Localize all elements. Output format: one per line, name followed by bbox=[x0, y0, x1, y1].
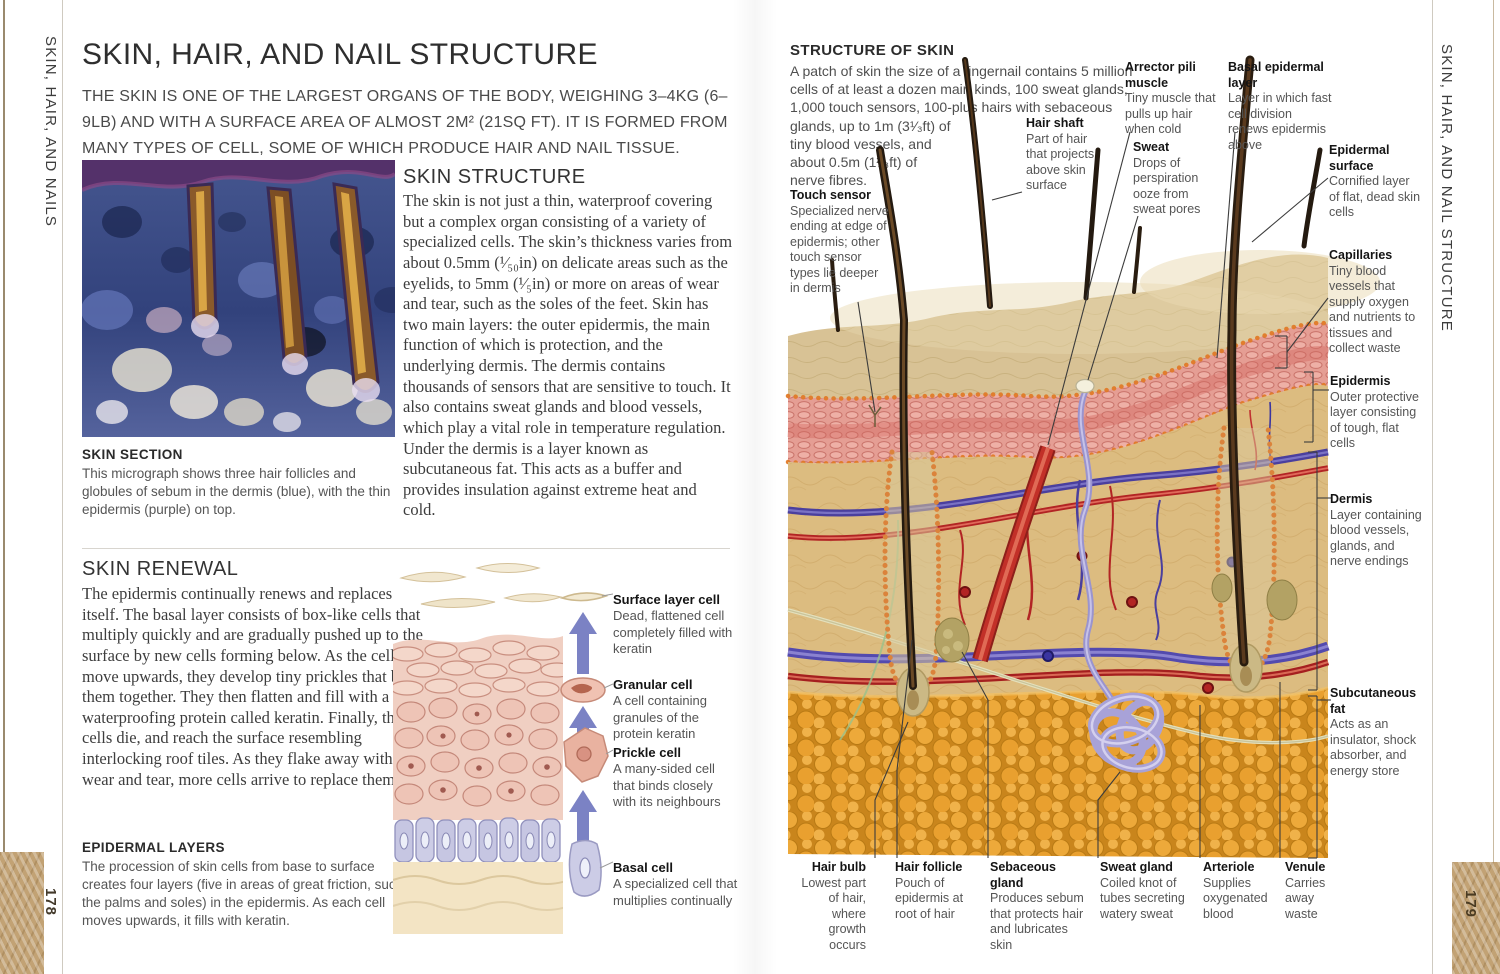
page-gutter bbox=[733, 0, 777, 974]
surface-layer-cell-icon bbox=[559, 592, 609, 602]
label-sebaceous-gland: Sebaceous gland Produces sebum that prot… bbox=[990, 860, 1084, 952]
section-divider bbox=[82, 548, 730, 549]
touch-sensor-graphic bbox=[868, 404, 882, 427]
hair-follicle-right bbox=[1211, 425, 1298, 693]
label-pointer-lines bbox=[857, 131, 1331, 859]
label-hair-shaft: Hair shaft Part of hair that projects ab… bbox=[1026, 116, 1095, 192]
label-epidermis: Epidermis Outer protective layer consist… bbox=[1330, 374, 1419, 450]
left-page-number: 178 bbox=[42, 888, 59, 917]
skin-structure-body: The skin is not just a thin, waterproof … bbox=[403, 191, 733, 520]
basal-cell-row bbox=[394, 817, 561, 863]
left-page-tab: SKIN, HAIR, AND NAILS bbox=[42, 36, 59, 228]
label-venule: Venule Carries away waste bbox=[1285, 860, 1326, 921]
label-prickle-cell: Prickle cell A many-sided cell that bind… bbox=[613, 745, 721, 809]
label-hair-bulb: Hair bulb Lowest part of hair, where gro… bbox=[801, 860, 866, 952]
label-arteriole: Arteriole Supplies oxygenated blood bbox=[1203, 860, 1268, 921]
label-basal-cell: Basal cell A specialized cell that multi… bbox=[613, 860, 738, 908]
micrograph-hair-follicles bbox=[186, 182, 380, 402]
sebaceous-gland-graphic bbox=[1266, 579, 1298, 621]
label-epidermal-surface: Epidermal surface Cornified layer of fla… bbox=[1329, 143, 1421, 219]
skin-renewal-body: The epidermis continually renews and rep… bbox=[82, 584, 423, 789]
keratinized-cell-rows bbox=[393, 640, 563, 807]
page-corner-texture-left bbox=[0, 852, 44, 974]
skin-micrograph bbox=[82, 160, 395, 437]
up-arrow-icon bbox=[569, 612, 597, 674]
structure-of-skin-heading: STRUCTURE OF SKIN bbox=[790, 42, 955, 59]
subcutaneous-fat-layer bbox=[787, 686, 1329, 858]
margin-rule-right bbox=[1432, 0, 1433, 974]
margin-rule-left bbox=[62, 0, 63, 974]
micrograph-epidermis-band bbox=[82, 160, 395, 190]
micrograph-dermis-mottle bbox=[82, 206, 395, 432]
skin-structure-heading: SKIN STRUCTURE bbox=[403, 166, 586, 188]
surface-flakes bbox=[399, 563, 563, 609]
skin-renewal-heading: SKIN RENEWAL bbox=[82, 558, 239, 580]
cell-progression-strip bbox=[559, 592, 613, 897]
icon-pointer-lines bbox=[599, 593, 613, 869]
page-corner-texture-right bbox=[1452, 862, 1500, 974]
label-basal-epidermal-layer: Basal epidermal layer Layer in which fas… bbox=[1228, 60, 1332, 152]
right-page-number: 179 bbox=[1462, 890, 1479, 919]
label-sweat-gland: Sweat gland Coiled knot of tubes secreti… bbox=[1100, 860, 1185, 921]
label-arrector-pili-muscle: Arrector pili muscle Tiny muscle that pu… bbox=[1125, 60, 1216, 136]
label-dermis: Dermis Layer containing blood vessels, g… bbox=[1330, 492, 1422, 568]
hair-shafts bbox=[830, 55, 1323, 690]
page-intro: THE SKIN IS ONE OF THE LARGEST ORGANS OF… bbox=[82, 88, 728, 157]
sweat-drop bbox=[1075, 378, 1095, 394]
granular-cell-icon bbox=[560, 677, 606, 703]
label-granular-cell: Granular cell A cell containing granules… bbox=[613, 677, 707, 741]
skin-cross-section-illustration bbox=[785, 55, 1380, 859]
skin-section-heading: SKIN SECTION bbox=[82, 447, 183, 462]
skin-surface-plane bbox=[788, 250, 1380, 399]
sweat-gland-graphic bbox=[1075, 378, 1166, 773]
page-edge-right bbox=[1493, 0, 1494, 974]
prickle-cell-icon bbox=[563, 727, 609, 783]
epidermal-layers-heading: EPIDERMAL LAYERS bbox=[82, 840, 225, 855]
epidermal-layers-diagram bbox=[393, 563, 563, 934]
label-surface-layer-cell: Surface layer cell Dead, flattened cell … bbox=[613, 592, 733, 656]
structure-of-skin-body: A patch of skin the size of a fingernail… bbox=[790, 62, 1142, 198]
arrector-pili-muscle-graphic bbox=[972, 445, 1056, 663]
label-capillaries: Capillaries Tiny blood vessels that supp… bbox=[1329, 248, 1416, 355]
skin-section-caption: This micrograph shows three hair follicl… bbox=[82, 466, 391, 518]
basal-cell-icon bbox=[568, 839, 602, 897]
label-touch-sensor: Touch sensor Specialized nerve ending at… bbox=[790, 188, 889, 295]
page-edge-left bbox=[3, 0, 5, 974]
label-hair-follicle: Hair follicle Pouch of epidermis at root… bbox=[895, 860, 964, 921]
page-title: SKIN, HAIR, AND NAIL STRUCTURE bbox=[82, 38, 598, 71]
label-subcutaneous-fat: Subcutaneous fat Acts as an insulator, s… bbox=[1330, 686, 1417, 778]
label-sweat: Sweat Drops of perspiration ooze from sw… bbox=[1133, 140, 1201, 216]
epidermal-layers-caption: The procession of skin cells from base t… bbox=[82, 859, 422, 929]
right-page-tab: SKIN, HAIR, AND NAIL STRUCTURE bbox=[1438, 44, 1455, 332]
